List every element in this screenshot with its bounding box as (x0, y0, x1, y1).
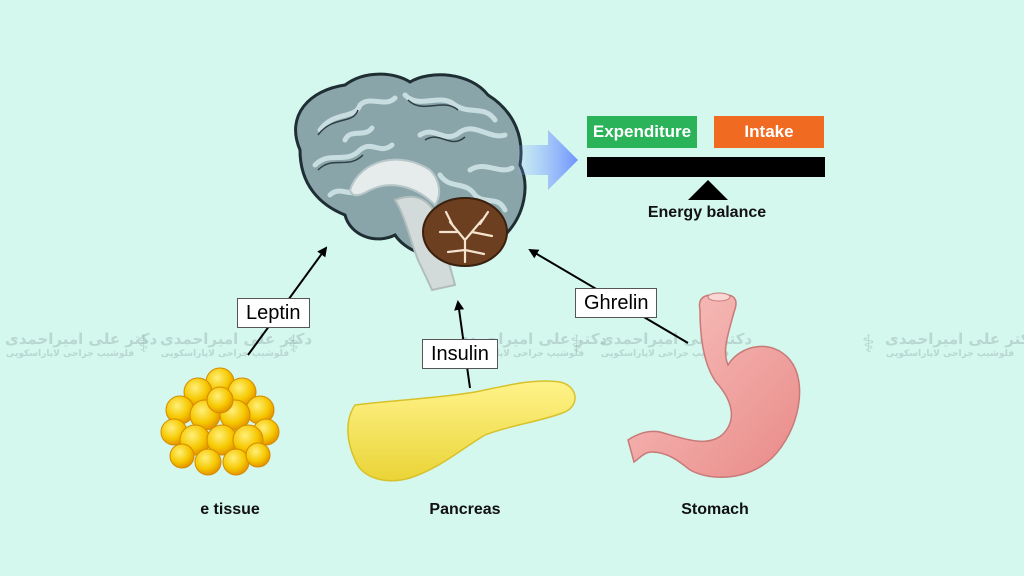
corpus-callosum (348, 158, 441, 207)
watermark-text: دکتر علی امیراحمدی فلوشیپ جراحی لاپاراسک… (160, 330, 313, 360)
brain (294, 72, 527, 292)
cerebellum (422, 197, 508, 267)
brain-sulci (317, 99, 466, 171)
stomach-caption: Stomach (681, 501, 749, 518)
stomach-illustration (627, 292, 801, 479)
energy-balance-caption: Energy balance (647, 204, 767, 221)
ghrelin-box: Ghrelin (575, 288, 658, 318)
caduceus-icon: ⚕ (862, 330, 875, 358)
watermark-subtitle: فلوشیپ جراحی لاپاراسکوپی (160, 349, 290, 359)
watermark-subtitle: فلوشیپ جراحی لاپاراسکوپی (600, 349, 730, 359)
watermark-subtitle: فلوشیپ جراحی لاپاراسکوپی (455, 349, 585, 359)
insulin-box: Insulin (422, 339, 498, 369)
pancreas-illustration (347, 380, 576, 482)
leptin-box: Leptin (237, 298, 310, 328)
watermark-text: دکتر علی امیراحمدی فلوشیپ جراحی لاپاراسک… (885, 330, 1024, 360)
caduceus-icon: ⚕ (137, 330, 150, 358)
watermark-name: دکتر علی امیراحمدی (160, 330, 313, 348)
expenditure-label: Expenditure (587, 116, 697, 148)
watermark-name: دکتر علی امیراحمدی (5, 330, 158, 348)
watermark-subtitle: فلوشیپ جراحی لاپاراسکوپی (885, 349, 1015, 359)
caduceus-icon: ⚕ (287, 330, 300, 358)
balance-fulcrum (688, 180, 728, 200)
pancreas-caption: Pancreas (429, 501, 501, 518)
watermark-text: دکتر علی امیراحمدی فلوشیپ جراحی لاپاراسک… (5, 330, 158, 360)
brain-to-balance-arrow (518, 130, 578, 190)
intake-label: Intake (714, 116, 824, 148)
adipose-tissue-illustration (160, 367, 280, 476)
caduceus-icon: ⚕ (570, 330, 583, 358)
balance-beam (587, 157, 825, 177)
watermark-name: دکتر علی امیراحمدی (885, 330, 1024, 348)
adipose-tissue-caption: e tissue (200, 501, 260, 518)
brain-gyri (312, 92, 515, 213)
watermark-subtitle: فلوشیپ جراحی لاپاراسکوپی (5, 349, 135, 359)
